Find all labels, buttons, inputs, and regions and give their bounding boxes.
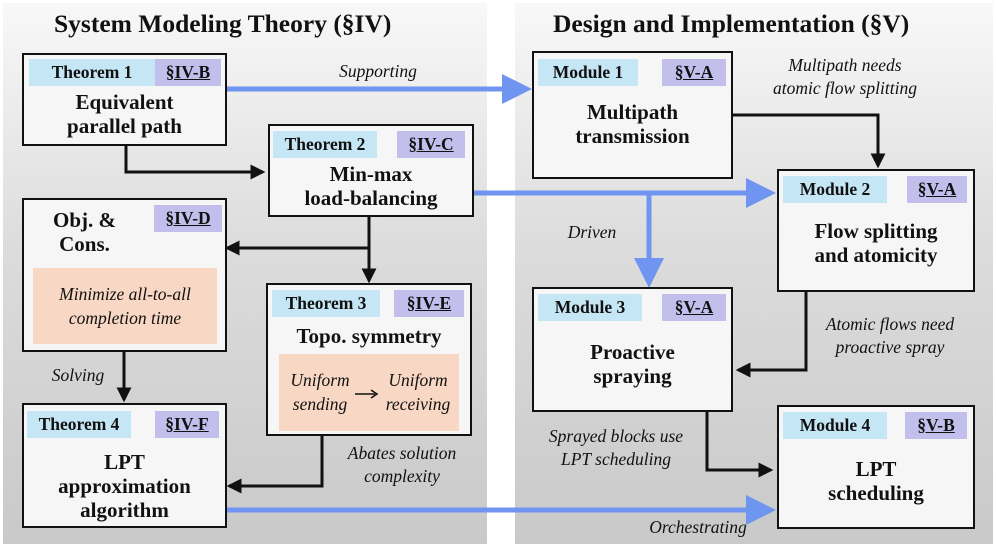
arrow-theorem1-theorem2: [124, 146, 266, 180]
arrow-right-icon: [355, 389, 379, 399]
module1-section-link[interactable]: §V-A: [662, 59, 726, 86]
theorem3-title: Topo. symmetry: [296, 324, 442, 348]
module2-name-tag: Module 2: [783, 176, 887, 203]
module2-section-link[interactable]: §V-A: [907, 176, 967, 203]
panel-title-left: System Modeling Theory (§IV): [54, 9, 392, 38]
module3-section-link[interactable]: §V-A: [662, 294, 726, 321]
arrow-module2-module3: [735, 292, 808, 378]
label-orchestrating: Orchestrating: [649, 517, 747, 537]
objcons-section-link[interactable]: §IV-D: [154, 205, 222, 232]
theorem1-section-link[interactable]: §IV-B: [155, 59, 221, 86]
theorem2-section-link[interactable]: §IV-C: [397, 131, 465, 158]
label-solving: Solving: [51, 365, 105, 385]
theorem3-name-tag: Theorem 3: [272, 290, 380, 317]
theorem3-section-link[interactable]: §IV-E: [394, 290, 464, 317]
module4-section-link[interactable]: §V-B: [905, 412, 967, 439]
theorem4-name-tag: Theorem 4: [27, 411, 131, 438]
arrow-theorem2-objcons: [224, 217, 371, 256]
theorem1-name-tag: Theorem 1: [29, 59, 155, 86]
module3-name-tag: Module 3: [538, 294, 642, 321]
objcons-title: Obj. &Cons.: [53, 208, 116, 256]
module1-name-tag: Module 1: [538, 59, 638, 86]
theorem4-section-link[interactable]: §IV-F: [155, 411, 219, 438]
arrow-theorem3-theorem4: [226, 436, 324, 494]
label-supporting: Supporting: [339, 61, 417, 81]
panel-title-right: Design and Implementation (§V): [553, 9, 910, 38]
label-driven: Driven: [567, 222, 617, 242]
arrow-module1-module2: [733, 113, 886, 169]
arrow-module3-module4: [705, 412, 774, 478]
module4-name-tag: Module 4: [783, 412, 887, 439]
theorem2-name-tag: Theorem 2: [273, 131, 377, 158]
